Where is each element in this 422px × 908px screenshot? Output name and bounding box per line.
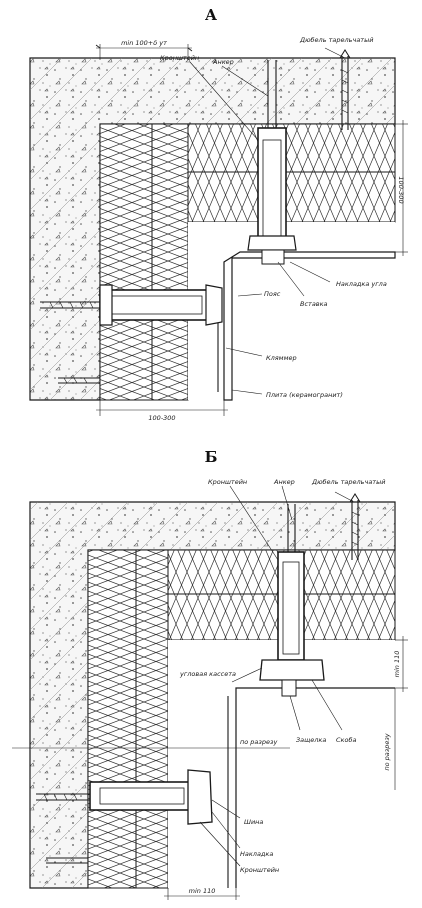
label-latch-b: Защелка <box>296 736 326 744</box>
dowel-a-left <box>58 377 100 384</box>
insulation-vertical-b-inner <box>135 549 169 889</box>
vertical-bracket-a <box>247 60 297 265</box>
dimension-right-a: 100-300 <box>395 120 408 256</box>
labels-b: Кронштейн Анкер Дюбель тарельчатый углов… <box>179 478 385 874</box>
dim-cut-left-b-text: по разрезу <box>240 738 277 746</box>
label-corner-cassette-b: угловая кассета <box>179 670 236 678</box>
dimension-top-a: min 100+δ ут <box>95 39 193 60</box>
insulation-vertical-a-inner <box>151 123 189 401</box>
label-rail-b: Шина <box>244 818 263 826</box>
dim-right-a-text: 100-300 <box>397 176 405 203</box>
label-dowel-b: Дюбель тарельчатый <box>311 478 385 486</box>
label-insert-a: Вставка <box>300 300 328 308</box>
dimension-bottom-b: min 110 <box>164 887 240 900</box>
dowel-a-top <box>339 49 351 130</box>
vertical-bracket-b <box>259 504 325 697</box>
label-bracket-b: Кронштейн <box>208 478 247 486</box>
label-belt-a: Пояс <box>264 290 281 298</box>
detail-a: А <box>29 6 408 422</box>
dimension-cut-left-b: по разрезу <box>12 738 290 749</box>
label-overlay-b: Накладка <box>240 850 273 858</box>
label-overlay-a: Накладка угла <box>336 280 387 288</box>
horizontal-bracket-b <box>36 769 213 825</box>
dowel-b-top <box>349 493 361 560</box>
facade-panel-a <box>223 251 396 401</box>
horizontal-bracket-a <box>40 284 223 326</box>
dimension-right-b: min 110 <box>393 636 408 692</box>
detail-a-title: А <box>205 6 218 24</box>
label-bracket-bottom-b: Кронштейн <box>240 866 279 874</box>
insulation-horizontal-a-2 <box>187 171 396 223</box>
dim-right-b-text: min 110 <box>393 651 401 678</box>
detail-b-title: Б <box>205 448 218 466</box>
dim-top-a-text: min 100+δ ут <box>121 39 167 47</box>
corner-cassette-b <box>235 687 395 888</box>
detail-b: Б <box>12 448 408 900</box>
dim-bottom-a-text: 100-300 <box>148 414 175 422</box>
label-tile-a: Плита (керамогранит) <box>266 391 343 399</box>
insulation-vertical-b-outer <box>87 549 137 889</box>
dowel-b-left <box>46 857 88 864</box>
label-clamp-a: Кляммер <box>266 354 297 362</box>
label-anchor-a: Анкер <box>212 58 234 66</box>
labels-a: Кронштейн Анкер Дюбель тарельчатый Накла… <box>160 36 387 399</box>
dim-bottom-b-text: min 110 <box>189 887 216 895</box>
label-bracket-a: Кронштейн <box>160 54 199 62</box>
label-staple-b: Скоба <box>336 736 356 744</box>
label-anchor-b: Анкер <box>273 478 295 486</box>
dimension-bottom-a: 100-300 <box>96 400 228 422</box>
dim-cut-right-b-text: по разрезу <box>383 733 391 770</box>
label-dowel-a: Дюбель тарельчатый <box>299 36 373 44</box>
insulation-horizontal-a-1 <box>187 123 396 173</box>
label-dowel-a-line: Дюбель тарельчатый <box>299 36 373 44</box>
dimension-cut-right-b: по разрезу <box>383 688 396 790</box>
insulation-vertical-a-outer <box>99 123 153 401</box>
